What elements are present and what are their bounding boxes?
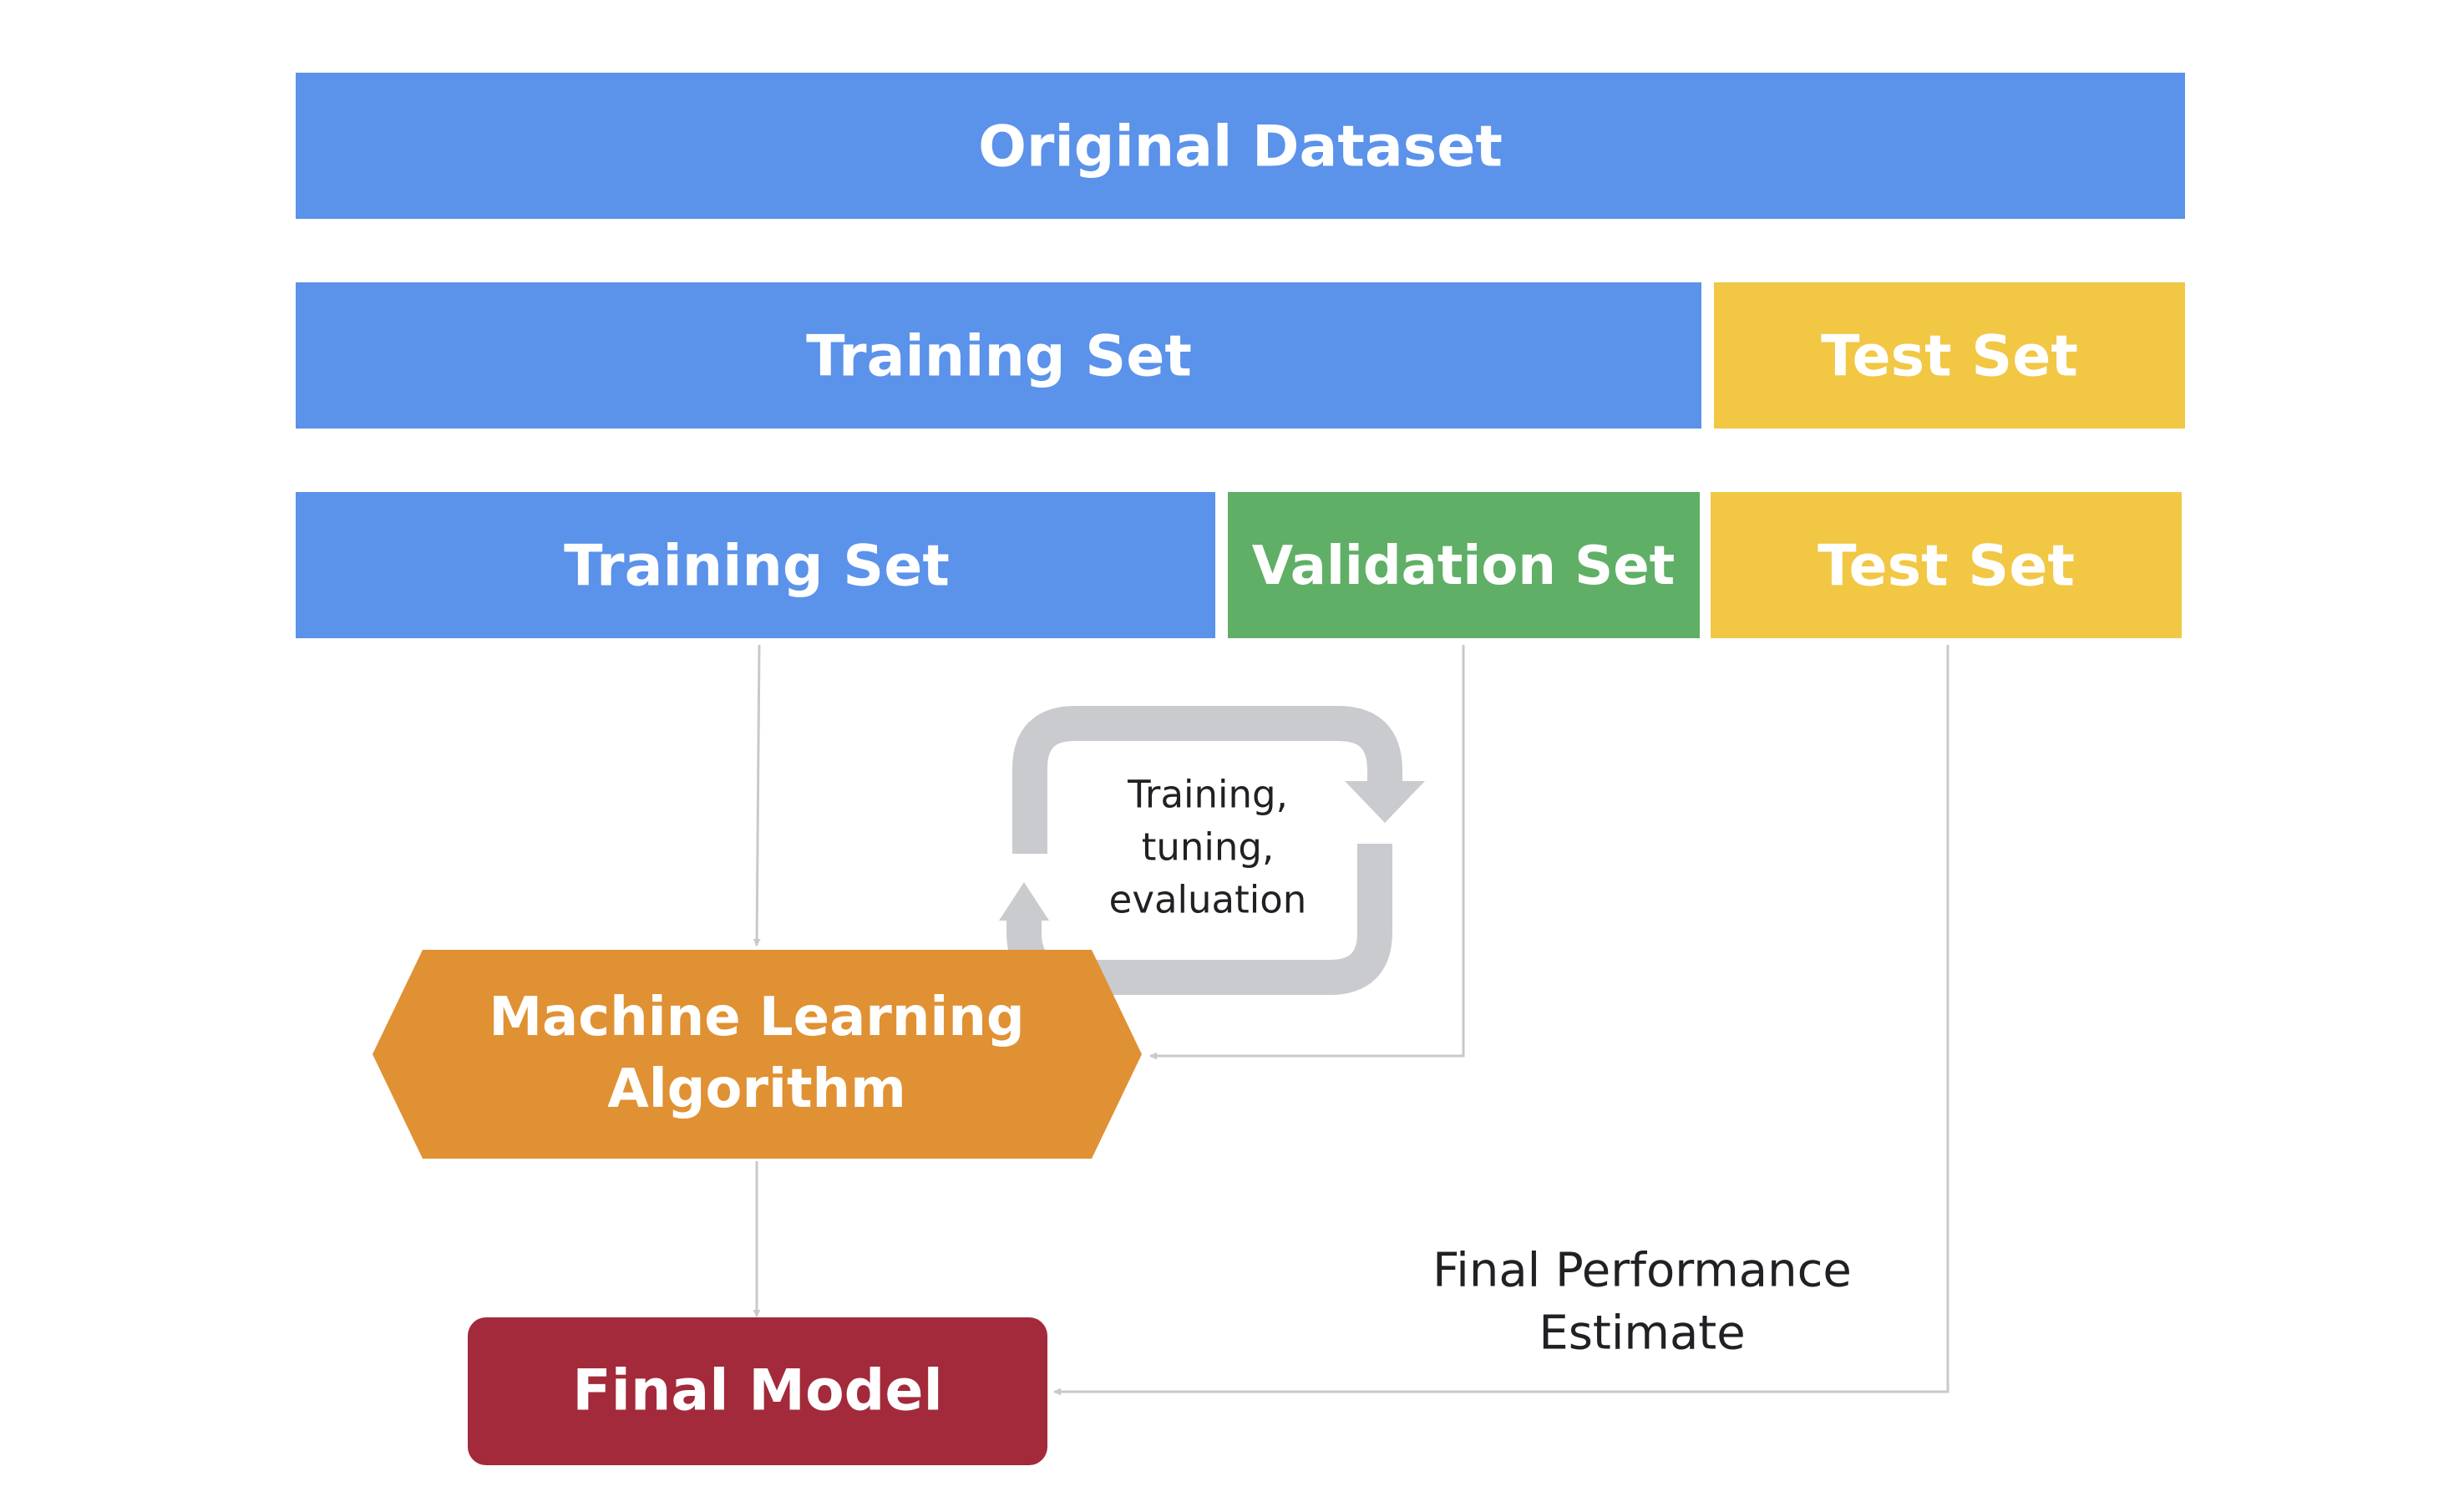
original-dataset-label: Original Dataset	[978, 114, 1503, 180]
test-set-box-row2: Test Set	[1714, 282, 2185, 429]
final-model-box: Final Model	[468, 1317, 1047, 1465]
test-set-box-row3: Test Set	[1711, 492, 2182, 638]
validation-set-label: Validation Set	[1252, 535, 1676, 597]
training-set-label-row2: Training Set	[806, 324, 1192, 390]
performance-label-line-2: Estimate	[1539, 1307, 1745, 1361]
final-model-label: Final Model	[572, 1358, 943, 1424]
ml-algorithm-hexagon: Machine Learning Algorithm	[373, 950, 1142, 1159]
training-set-box-row3: Training Set	[296, 492, 1215, 638]
validation-set-box: Validation Set	[1228, 492, 1700, 638]
validation-to-algorithm-arrow	[1149, 645, 1465, 1060]
ml-algorithm-label-line-1: Machine Learning	[489, 987, 1024, 1048]
training-set-label-row3: Training Set	[564, 534, 950, 600]
performance-label-line-1: Final Performance	[1432, 1244, 1852, 1298]
ml-algorithm-label-line-2: Algorithm	[607, 1058, 906, 1120]
cycle-label-line-2: tuning,	[1142, 825, 1275, 870]
test-set-label-row3: Test Set	[1818, 534, 2075, 600]
cycle-label-line-3: evaluation	[1109, 878, 1307, 922]
test-to-final-model-arrow	[1053, 645, 1949, 1396]
test-set-label-row2: Test Set	[1821, 324, 2078, 390]
original-dataset-box: Original Dataset	[296, 73, 2185, 219]
cycle-label-line-1: Training,	[1127, 773, 1288, 817]
training-set-box-row2: Training Set	[296, 282, 1701, 429]
training-to-algorithm-arrow	[753, 644, 761, 946]
